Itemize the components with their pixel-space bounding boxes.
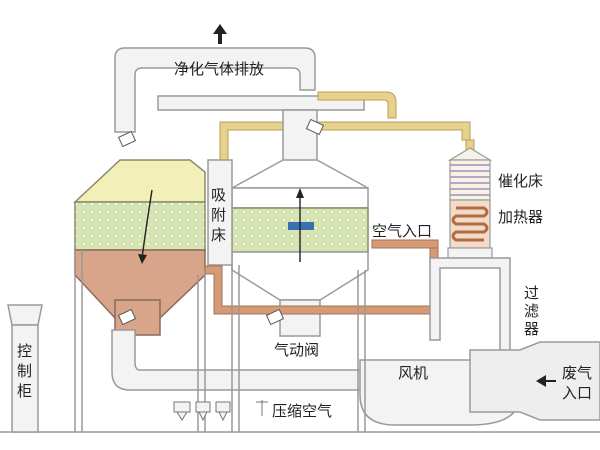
hot-gas-pipe <box>219 121 471 161</box>
level-marker <box>288 222 314 230</box>
label-compressed-air: 压缩空气 <box>272 402 332 420</box>
label-control-cabinet-2: 制 <box>17 362 32 380</box>
label-control-cabinet-3: 柜 <box>17 382 32 400</box>
label-catalytic-bed: 催化床 <box>498 172 543 190</box>
filter-duct <box>429 257 511 361</box>
control-cabinet <box>7 304 43 433</box>
air-inlet-pipe <box>371 239 439 249</box>
valve-icon <box>117 118 325 326</box>
inlet-duct <box>469 341 600 421</box>
label-filter-3: 器 <box>524 320 539 338</box>
exhaust-stack <box>114 47 316 133</box>
label-pneumatic-valve: 气动阀 <box>274 341 319 359</box>
label-air-inlet: 空气入口 <box>372 222 432 240</box>
main-duct <box>111 329 371 391</box>
label-filter-2: 滤 <box>524 302 539 320</box>
label-control-cabinet-1: 控 <box>17 342 32 360</box>
label-adsorption-bed-2: 附 <box>211 206 226 224</box>
top-connector-pipe <box>157 95 365 111</box>
hot-gas-pipe-2 <box>317 91 397 119</box>
label-fan: 风机 <box>398 364 428 382</box>
catalytic-combustion-unit <box>447 139 493 259</box>
label-waste-gas-inlet-2: 入口 <box>562 384 592 402</box>
label-adsorption-bed-1: 吸 <box>211 186 226 204</box>
down-arrow-icon <box>141 189 153 259</box>
up-arrow-icon <box>213 24 227 44</box>
label-filter-1: 过 <box>524 284 539 302</box>
label-adsorption-bed-3: 床 <box>211 226 226 244</box>
label-heater: 加热器 <box>498 208 543 226</box>
label-clean-gas-exhaust: 净化气体排放 <box>174 60 264 78</box>
left-arrow-icon <box>536 375 556 387</box>
adsorption-bed-column <box>207 159 233 266</box>
left-adsorption-tower <box>73 159 206 336</box>
label-waste-gas-inlet-1: 废气 <box>562 364 592 382</box>
middle-adsorption-tower <box>231 109 369 337</box>
nozzle-icon <box>173 400 268 422</box>
